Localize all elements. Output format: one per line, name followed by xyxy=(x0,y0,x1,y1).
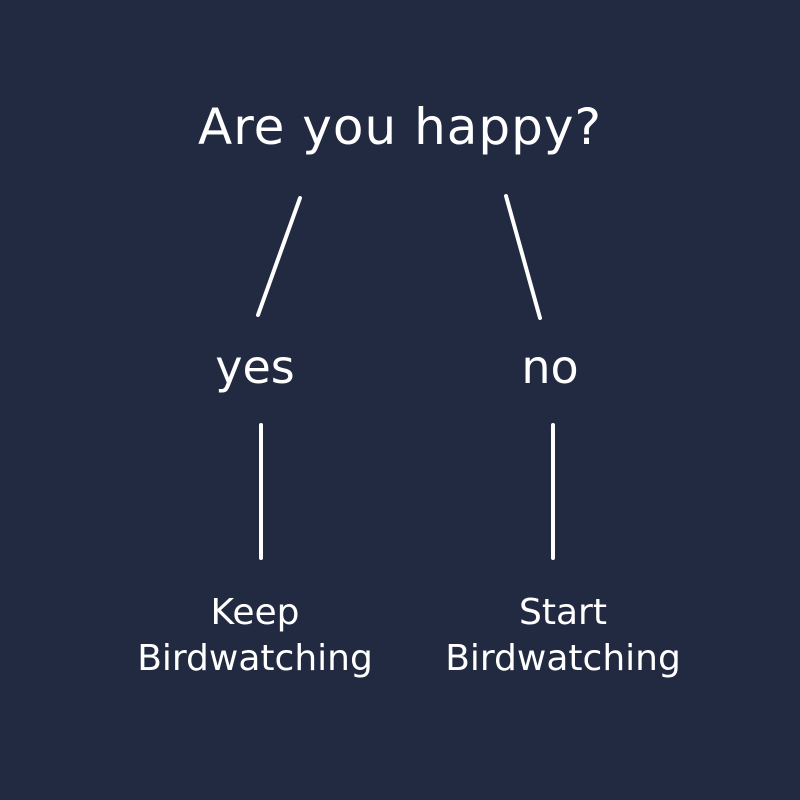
outcome-yes-node: Keep Birdwatching xyxy=(105,590,405,682)
connector-question-to-no xyxy=(504,194,542,320)
answer-no-node: no xyxy=(521,340,579,394)
outcome-no-line1: Start xyxy=(519,592,607,633)
outcome-yes-line1: Keep xyxy=(210,592,300,633)
answer-yes-node: yes xyxy=(215,340,295,394)
outcome-no-line2: Birdwatching xyxy=(445,638,681,679)
outcome-no-node: Start Birdwatching xyxy=(413,590,713,682)
question-node: Are you happy? xyxy=(197,98,602,156)
outcome-yes-line2: Birdwatching xyxy=(137,638,373,679)
connector-question-to-yes xyxy=(256,196,302,317)
